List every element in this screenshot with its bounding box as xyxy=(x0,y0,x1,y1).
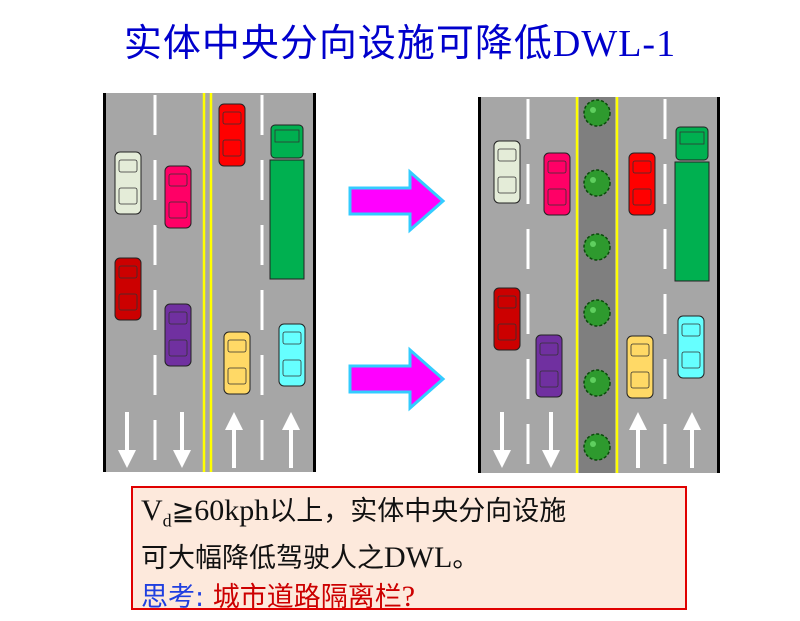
car-icon xyxy=(218,103,246,167)
road-edge xyxy=(717,97,720,473)
median-barrier xyxy=(579,97,615,473)
note-text: 可大幅降低驾驶人之 xyxy=(141,543,384,575)
arrow-down-icon xyxy=(173,412,191,468)
arrow-down-icon xyxy=(118,412,136,468)
speed-value: 60kph xyxy=(194,494,270,527)
car-icon xyxy=(114,151,142,215)
car-icon xyxy=(278,323,306,387)
explanation-box: Vd≧60kph以上，实体中央分向设施 可大幅降低驾驶人之DWL。 思考: 城市… xyxy=(131,486,687,613)
car-icon xyxy=(164,165,192,229)
car-icon xyxy=(626,335,654,399)
tree-icon xyxy=(583,369,611,397)
think-label: 思考: xyxy=(141,582,205,614)
title-text: 实体中央分向设施可降低 xyxy=(123,21,553,65)
arrow-up-icon xyxy=(683,412,701,468)
car-icon xyxy=(677,315,705,379)
tree-icon xyxy=(583,99,611,127)
car-icon xyxy=(493,140,521,204)
think-question: 城市道路隔离栏 xyxy=(212,582,402,614)
arrow-up-icon xyxy=(225,412,243,468)
car-icon xyxy=(628,152,656,216)
transition-arrow-icon xyxy=(348,168,446,234)
car-icon xyxy=(114,257,142,321)
arrow-down-icon xyxy=(542,412,560,468)
note-dwl: DWL xyxy=(384,541,453,575)
transition-arrow-icon xyxy=(348,346,446,412)
truck-icon xyxy=(674,126,710,282)
road-edge xyxy=(478,97,481,473)
question-mark: ? xyxy=(401,580,416,614)
speed-symbol: V xyxy=(141,494,163,527)
car-icon xyxy=(223,331,251,395)
tree-icon xyxy=(583,233,611,261)
tree-icon xyxy=(583,433,611,461)
tree-icon xyxy=(583,169,611,197)
car-icon xyxy=(535,334,563,398)
car-icon xyxy=(543,152,571,216)
ge-sign: ≧ xyxy=(171,496,195,527)
car-icon xyxy=(164,303,192,367)
note-line-3: 思考: 城市道路隔离栏? xyxy=(141,578,677,617)
tree-icon xyxy=(583,299,611,327)
note-period: 。 xyxy=(452,543,480,575)
speed-subscript: d xyxy=(162,510,172,531)
title-code: DWL-1 xyxy=(552,23,677,65)
road-edge xyxy=(313,93,316,472)
truck-icon xyxy=(269,124,305,280)
note-line-2: 可大幅降低驾驶人之DWL。 xyxy=(141,539,677,578)
note-text: 以上，实体中央分向设施 xyxy=(269,496,567,527)
arrow-up-icon xyxy=(282,412,300,468)
road-edge xyxy=(103,93,106,472)
arrow-up-icon xyxy=(629,412,647,468)
slide-title: 实体中央分向设施可降低DWL-1 xyxy=(0,12,800,67)
car-icon xyxy=(493,287,521,351)
arrow-down-icon xyxy=(493,412,511,468)
note-line-1: Vd≧60kph以上，实体中央分向设施 xyxy=(141,492,677,539)
